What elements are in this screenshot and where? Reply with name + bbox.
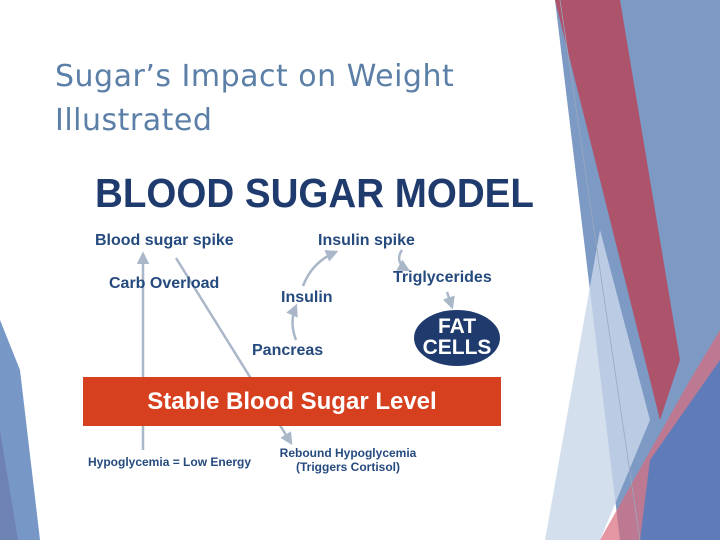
label-carb-overload: Carb Overload (109, 275, 220, 292)
fat-cells-badge: FAT CELLS (414, 310, 500, 366)
decor-line (559, 0, 641, 540)
label-rebound-line-1: Rebound Hypoglycemia (279, 446, 417, 460)
decor-blue-shard (640, 360, 720, 540)
label-hypoglycemia: Hypoglycemia = Low Energy (88, 455, 252, 469)
stable-blood-sugar-bar: Stable Blood Sugar Level (83, 377, 501, 426)
label-pancreas: Pancreas (252, 342, 324, 359)
label-rebound-line-2: (Triggers Cortisol) (295, 460, 400, 474)
label-triglycerides: Triglycerides (393, 269, 492, 286)
diagram-heading: BLOOD SUGAR MODEL (95, 170, 534, 216)
stable-blood-sugar-label: Stable Blood Sugar Level (147, 388, 437, 415)
fat-cells-line-2: CELLS (422, 336, 492, 359)
slide-title-line-1: Sugar’s Impact on Weight (55, 59, 455, 94)
label-insulin: Insulin (281, 289, 333, 306)
decor-left-blue-shard (0, 320, 40, 540)
label-insulin-spike: Insulin spike (318, 232, 415, 249)
slide-title: Sugar’s Impact on Weight Illustrated (55, 55, 525, 143)
fat-cells-line-1: FAT (437, 315, 477, 338)
slide-title-line-2: Illustrated (55, 103, 213, 138)
decor-light-blue-shard (545, 230, 650, 540)
label-rebound-hypoglycemia: Rebound Hypoglycemia (Triggers Cortisol) (270, 446, 426, 474)
decor-red-band (555, 0, 680, 420)
label-blood-sugar-spike: Blood sugar spike (95, 232, 234, 249)
